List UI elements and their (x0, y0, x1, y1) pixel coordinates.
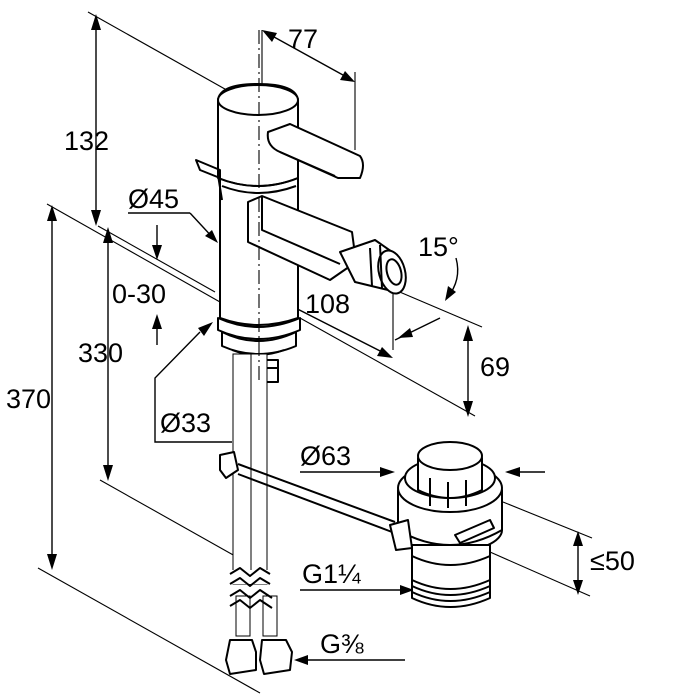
waste-valve (389, 441, 503, 608)
faucet-body (195, 83, 407, 383)
dim-waste-thread: G1¼ (302, 559, 361, 589)
dim-body-diameter: Ø45 (128, 184, 179, 214)
dimension-labels: 77 132 Ø45 15° 0-30 108 330 69 370 Ø33 Ø… (6, 24, 635, 659)
dim-spout-angle: 15° (418, 232, 459, 262)
dim-height-330: 330 (78, 338, 123, 368)
supply-hoses (219, 353, 293, 675)
dim-height-132: 132 (64, 126, 109, 156)
dim-hose-thread: G⅜ (320, 629, 364, 659)
extension-lines (37, 11, 593, 694)
dim-waste-diameter: Ø63 (300, 441, 351, 471)
dim-base-diameter: Ø33 (160, 408, 211, 438)
dim-waste-height: ≤50 (590, 546, 635, 576)
dim-top-width: 77 (288, 24, 318, 54)
dim-total-height: 370 (6, 384, 51, 414)
dim-spout-reach: 108 (305, 289, 350, 319)
dim-adjust-range: 0-30 (112, 279, 166, 309)
popup-rod (237, 463, 396, 533)
dim-height-69: 69 (480, 352, 510, 382)
